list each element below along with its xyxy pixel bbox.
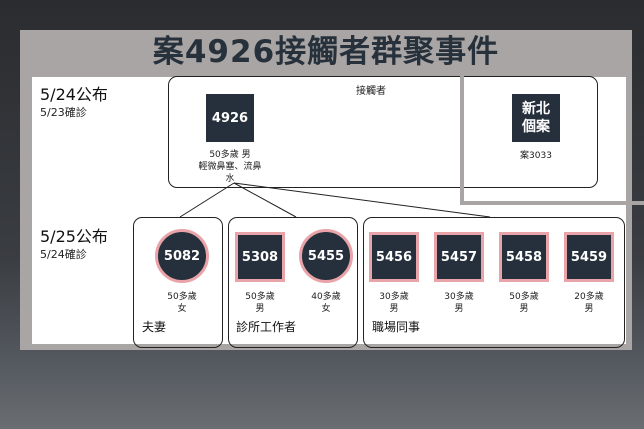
case-caption-5458: 50多歲男 [489,291,559,315]
row2-published: 5/25公布 [40,227,108,246]
new-taipei-case-node: 新北 個案 [512,94,560,142]
index-case-line2: 輕微鼻塞、流鼻水 [198,162,262,184]
age: 50多歲 [509,292,539,302]
link-to-spouse [179,182,235,218]
row2-confirmed: 5/24確診 [40,248,87,261]
case-node-5308: 5308 [235,232,285,282]
case-caption-5456: 30多歲男 [359,291,429,315]
infographic-title: 案4926接觸者群聚事件 [152,34,500,70]
case-node-5457: 5457 [434,232,484,282]
new-taipei-case-caption: 案3033 [520,151,552,161]
sex: 女 [321,304,331,314]
group-box-clinic [228,217,358,348]
age: 30多歲 [379,292,409,302]
group-box-coworkers [363,217,625,348]
group-label-coworkers: 職場同事 [372,320,421,334]
case-node-5459: 5459 [564,232,614,282]
link-to-clinic [233,182,297,218]
case-caption-5308: 50多歲男 [225,291,295,315]
background-frame-overlay [460,70,644,205]
age: 40多歲 [311,292,341,302]
sex: 男 [454,304,464,314]
case-node-5458: 5458 [499,232,549,282]
case-caption-5457: 30多歲男 [424,291,494,315]
group-box-spouse [133,217,223,348]
index-case-line1: 50多歲 男 [209,150,251,160]
sex: 女 [177,304,187,314]
case-node-5456: 5456 [369,232,419,282]
sex: 男 [519,304,529,314]
case-caption-5455: 40多歲女 [291,291,361,315]
contacts-label: 接觸者 [356,86,386,97]
age: 30多歲 [444,292,474,302]
case-node-4926: 4926 [206,94,254,142]
row1-confirmed: 5/23確診 [40,106,87,119]
age: 50多歲 [167,292,197,302]
age: 20多歲 [574,292,604,302]
index-case-caption: 50多歲 男 輕微鼻塞、流鼻水 [195,149,265,185]
sex: 男 [255,304,265,314]
case-caption-5459: 20多歲男 [554,291,624,315]
case-caption-5082: 50多歲女 [147,291,217,315]
group-label-clinic: 診所工作者 [236,320,297,334]
age: 50多歲 [245,292,275,302]
link-to-coworkers [233,182,491,218]
contacts-box [168,76,598,188]
group-label-spouse: 夫妻 [142,320,167,334]
row1-published: 5/24公布 [40,85,108,104]
sex: 男 [584,304,594,314]
sex: 男 [389,304,399,314]
case-node-5455: 5455 [299,229,353,283]
case-node-5082: 5082 [155,229,209,283]
